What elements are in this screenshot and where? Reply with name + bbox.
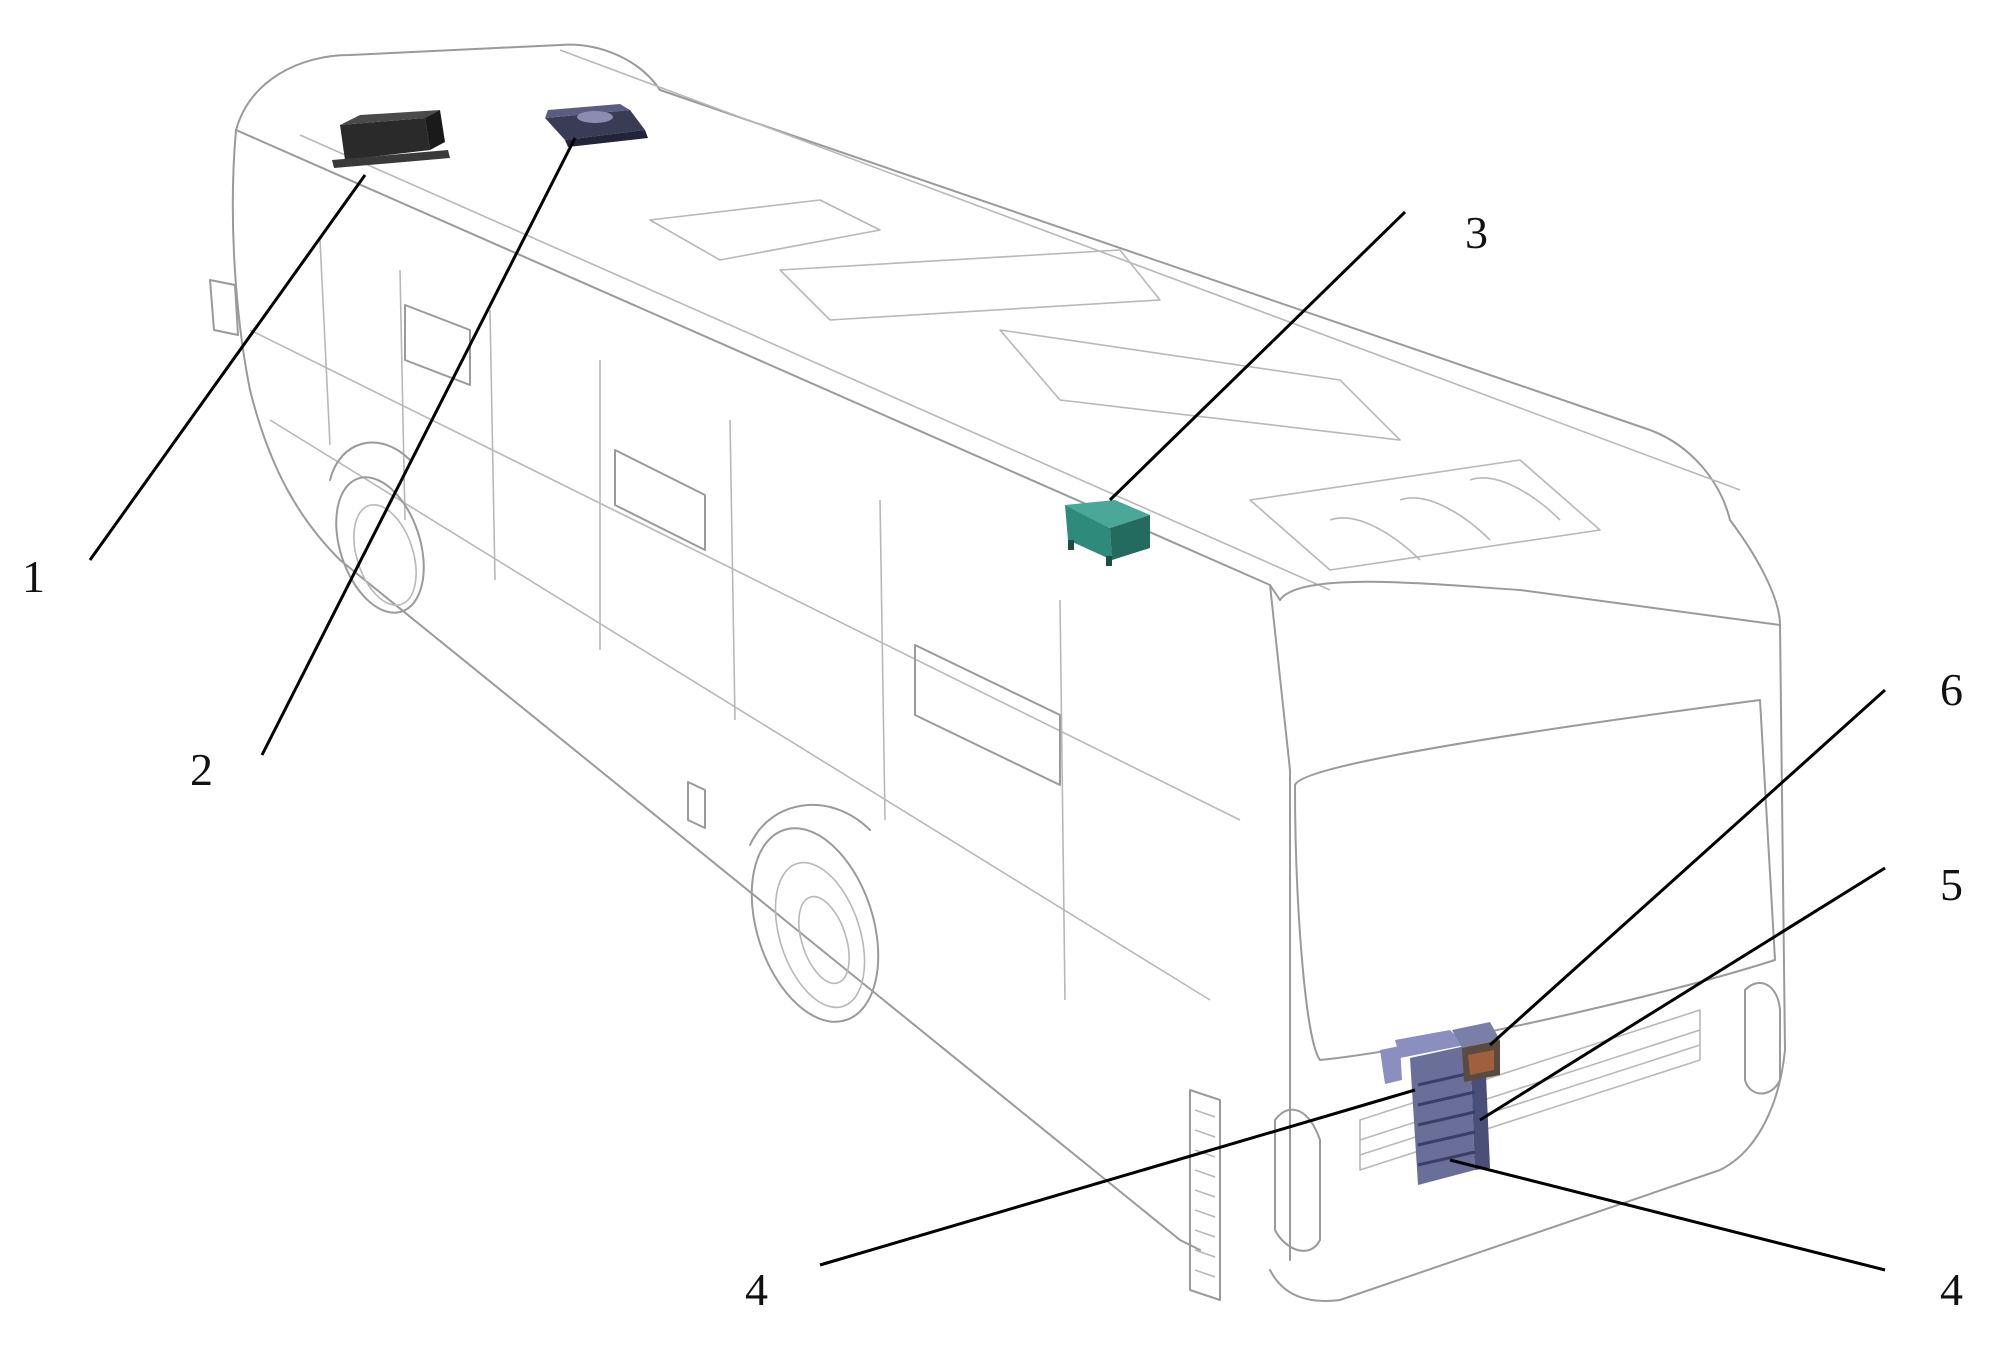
leader-line-3 bbox=[1108, 210, 1407, 502]
component-2 bbox=[545, 104, 648, 147]
component-1 bbox=[332, 110, 450, 168]
callout-label-4-right: 4 bbox=[1940, 1264, 1963, 1315]
callout-label-6: 6 bbox=[1940, 664, 1963, 715]
bus-body bbox=[209, 43, 1786, 1302]
leader-line-6 bbox=[1488, 688, 1887, 1047]
leader-lines bbox=[88, 137, 1887, 1272]
leader-line-4-left bbox=[819, 1088, 1416, 1267]
callout-label-2: 2 bbox=[190, 744, 213, 795]
callout-label-5: 5 bbox=[1940, 859, 1963, 910]
callout-label-3: 3 bbox=[1465, 207, 1488, 258]
callout-labels: 1 2 3 4 4 5 6 bbox=[22, 207, 1963, 1315]
leader-line-1 bbox=[88, 174, 367, 561]
callout-label-4-left: 4 bbox=[745, 1264, 768, 1315]
callout-label-1: 1 bbox=[22, 551, 45, 602]
leader-line-2 bbox=[260, 137, 577, 756]
leader-line-4-right bbox=[1449, 1158, 1886, 1272]
leader-line-5 bbox=[1479, 866, 1886, 1122]
component-6 bbox=[1452, 1022, 1500, 1082]
component-3 bbox=[1065, 500, 1150, 566]
